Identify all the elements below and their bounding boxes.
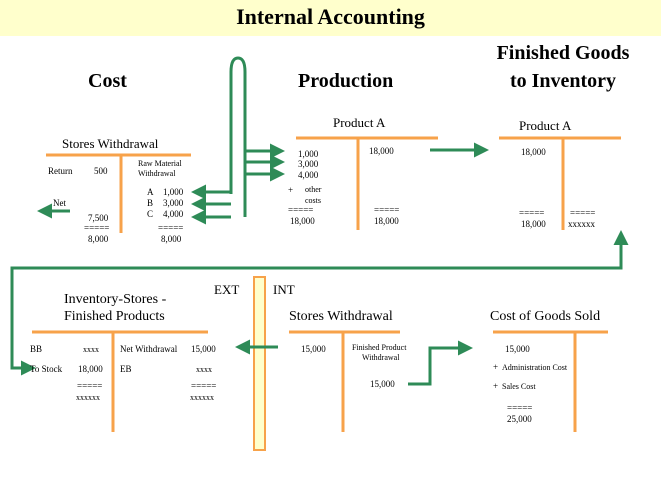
finished-product-a-title: Product A xyxy=(519,118,572,133)
finished-right-equals: ===== xyxy=(570,208,596,218)
stores-withdrawal-bottom-title: Stores Withdrawal xyxy=(289,309,393,324)
title-bar xyxy=(0,0,661,36)
left-total: 7,500 xyxy=(88,213,109,223)
finished-debit: 18,000 xyxy=(521,147,546,157)
finished-right-sum: xxxxxx xyxy=(568,219,595,229)
eb-value: xxxx xyxy=(196,365,212,374)
bb-label: BB xyxy=(30,344,43,354)
left-equals: ===== xyxy=(84,223,110,233)
section-finished-goods-1: Finished Goods xyxy=(496,42,630,64)
t-account-finished-product-a xyxy=(499,136,621,230)
return-value: 500 xyxy=(94,166,108,176)
to-stock-label: To Stock xyxy=(30,364,63,374)
prod-debit-3: 4,000 xyxy=(298,170,319,180)
cogs-admin-plus: + xyxy=(493,362,499,372)
section-production: Production xyxy=(298,70,394,92)
prod-right-sum: 18,000 xyxy=(374,216,399,226)
item-a-label: A xyxy=(147,187,154,197)
to-stock-value: 18,000 xyxy=(78,364,103,374)
raw-material-label-1: Raw Material xyxy=(138,159,182,168)
left-sum: 8,000 xyxy=(88,234,109,244)
item-a-value: 1,000 xyxy=(163,187,184,197)
finished-left-equals: ===== xyxy=(519,208,545,218)
prod-debit-1: 1,000 xyxy=(298,149,319,159)
return-label: Return xyxy=(48,166,73,176)
cogs-equals: ===== xyxy=(507,403,533,413)
prod-other-1: other xyxy=(305,185,322,194)
cogs-title: Cost of Goods Sold xyxy=(490,309,601,324)
inv-right-sum: xxxxxx xyxy=(190,393,214,402)
cogs-sales-plus: + xyxy=(493,381,499,391)
prod-left-equals: ===== xyxy=(288,205,314,215)
item-b-label: B xyxy=(147,198,154,208)
item-c-value: 4,000 xyxy=(163,209,184,219)
cogs-admin-label: Administration Cost xyxy=(502,363,568,372)
cogs-total: 25,000 xyxy=(507,414,532,424)
t-account-production-product-a xyxy=(296,136,438,230)
inventory-title-1: Inventory-Stores - xyxy=(64,292,167,307)
ext-label: EXT xyxy=(214,282,240,297)
swb-credit: 15,000 xyxy=(370,379,395,389)
prod-left-sum: 18,000 xyxy=(290,216,315,226)
page-title: Internal Accounting xyxy=(236,4,425,29)
net-label: Net xyxy=(53,198,66,208)
arrow-stores-to-cogs xyxy=(408,340,473,386)
swb-debit: 15,000 xyxy=(301,344,326,354)
loop-connector xyxy=(229,56,247,217)
finished-product-withdrawal-2: Withdrawal xyxy=(362,353,400,362)
eb-label: EB xyxy=(120,364,132,374)
inventory-title-2: Finished Products xyxy=(64,309,165,324)
inv-right-equals: ===== xyxy=(191,381,217,391)
production-product-a-title: Product A xyxy=(333,115,386,130)
item-b-value: 3,000 xyxy=(163,198,184,208)
net-withdrawal-label: Net Withdrawal xyxy=(120,344,178,354)
net-withdrawal-value: 15,000 xyxy=(191,344,216,354)
prod-credit: 18,000 xyxy=(369,146,394,156)
cogs-debit: 15,000 xyxy=(505,344,530,354)
bb-value: xxxx xyxy=(83,345,99,354)
inv-left-sum: xxxxxx xyxy=(76,393,100,402)
cogs-sales-label: Sales Cost xyxy=(502,382,536,391)
item-c-label: C xyxy=(147,209,154,219)
right-equals: ===== xyxy=(158,223,184,233)
right-sum: 8,000 xyxy=(161,234,182,244)
ext-int-divider xyxy=(253,276,266,451)
raw-material-label-2: Withdrawal xyxy=(138,169,176,178)
prod-other-plus: + xyxy=(288,185,294,195)
section-cost: Cost xyxy=(88,70,127,92)
t-account-stores-withdrawal-top xyxy=(46,153,191,233)
prod-other-2: costs xyxy=(305,196,321,205)
finished-left-sum: 18,000 xyxy=(521,219,546,229)
arrow-finished-to-inventory xyxy=(10,230,629,376)
inv-left-equals: ===== xyxy=(77,381,103,391)
prod-debit-2: 3,000 xyxy=(298,159,319,169)
stores-withdrawal-top-title: Stores Withdrawal xyxy=(62,136,159,151)
finished-product-withdrawal-1: Finished Product xyxy=(352,343,407,352)
prod-right-equals: ===== xyxy=(374,205,400,215)
section-finished-goods-2: to Inventory xyxy=(509,70,617,92)
int-label: INT xyxy=(273,282,295,297)
